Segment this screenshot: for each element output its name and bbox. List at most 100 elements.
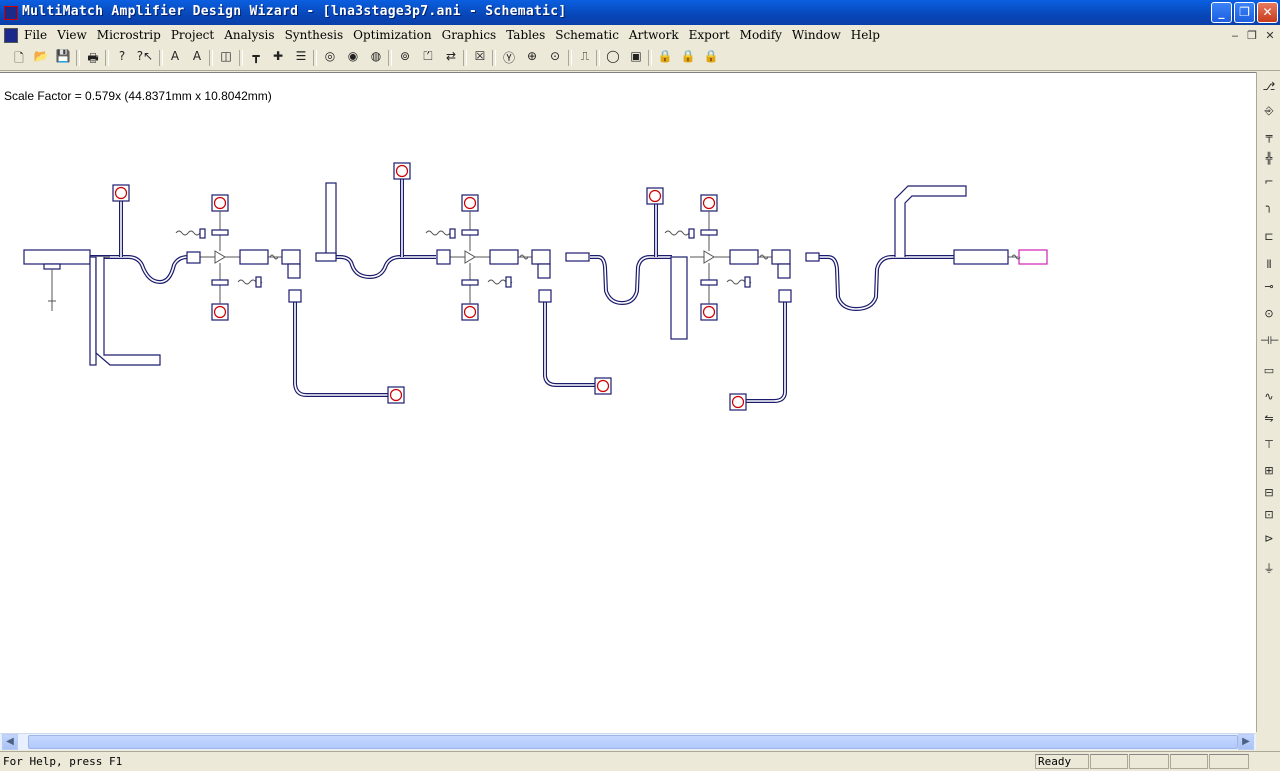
shunt-icon[interactable]: ⊤ bbox=[1264, 438, 1274, 451]
minus-box-icon[interactable]: ⊟ bbox=[1264, 486, 1274, 499]
bias-cap bbox=[700, 229, 718, 236]
status-pane-5 bbox=[1209, 754, 1249, 769]
output-port-box bbox=[1018, 249, 1048, 265]
open-stub bbox=[325, 182, 337, 258]
document-icon[interactable] bbox=[4, 28, 18, 43]
dot-circle-icon[interactable]: ⊙ bbox=[549, 49, 561, 63]
dimension-icon[interactable]: ◫ bbox=[220, 49, 232, 63]
open-folder-icon[interactable]: 📂 bbox=[33, 49, 49, 63]
via-icon[interactable]: ⊙ bbox=[1264, 307, 1274, 320]
new-file-icon[interactable]: 🗋 bbox=[14, 51, 24, 65]
gap-icon[interactable]: ⊸ bbox=[1264, 280, 1274, 293]
series-element bbox=[565, 252, 590, 262]
mdi-close-button[interactable]: ✕ bbox=[1265, 29, 1275, 42]
bend-icon[interactable]: ╮ bbox=[1265, 200, 1273, 213]
menu-synthesis[interactable]: Synthesis bbox=[284, 28, 344, 42]
open-end-icon[interactable]: ⊏ bbox=[1264, 230, 1274, 243]
save-icon[interactable]: 💾 bbox=[55, 49, 71, 63]
inductor-icon[interactable]: ∿ bbox=[1264, 390, 1274, 403]
delete-icon[interactable]: ☒ bbox=[474, 49, 486, 63]
app-icon bbox=[4, 6, 18, 20]
maximize-button[interactable]: ❐ bbox=[1234, 2, 1255, 23]
help-icon[interactable]: ? bbox=[118, 49, 126, 63]
horizontal-scrollbar[interactable]: ◀ ▶ bbox=[0, 733, 1256, 750]
capacitor-icon[interactable]: ⊣⊢ bbox=[1260, 334, 1280, 347]
radial-stub bbox=[89, 256, 97, 366]
fit-box-icon[interactable]: ⊡ bbox=[1264, 508, 1274, 521]
step-icon[interactable]: ⌐ bbox=[1264, 175, 1274, 188]
lock-icon[interactable]: 🔒 bbox=[657, 49, 673, 63]
close-button[interactable]: ✕ bbox=[1257, 2, 1278, 23]
play-box-icon[interactable]: ⊳ bbox=[1264, 532, 1274, 545]
menu-analysis[interactable]: Analysis bbox=[224, 28, 275, 42]
menu-export[interactable]: Export bbox=[688, 28, 730, 42]
menu-microstrip[interactable]: Microstrip bbox=[96, 28, 161, 42]
cross-junction-icon[interactable]: ╬ bbox=[1265, 152, 1273, 165]
pulse-icon[interactable]: ⎍ bbox=[580, 49, 590, 63]
tee-junction-icon[interactable]: ╤ bbox=[1265, 130, 1273, 143]
menu-optimization[interactable]: Optimization bbox=[353, 28, 432, 42]
schematic-drawing[interactable] bbox=[0, 73, 1256, 733]
series-line-block bbox=[239, 249, 269, 265]
cross-icon[interactable]: ✚ bbox=[272, 49, 284, 63]
lock3-icon[interactable]: 🔒 bbox=[703, 49, 719, 63]
menu-artwork[interactable]: Artwork bbox=[628, 28, 679, 42]
rect-icon[interactable]: ▣ bbox=[630, 49, 642, 63]
microstrip-line bbox=[818, 255, 954, 312]
menu-graphics[interactable]: Graphics bbox=[441, 28, 497, 42]
smith-chart-icon[interactable]: ◎ bbox=[324, 49, 336, 63]
menu-file[interactable]: File bbox=[24, 28, 48, 42]
menu-modify[interactable]: Modify bbox=[739, 28, 782, 42]
stub-icon[interactable]: ⎆ bbox=[1264, 104, 1274, 117]
ring-icon[interactable]: ◯ bbox=[606, 49, 620, 63]
lock2-icon[interactable]: 🔒 bbox=[680, 49, 696, 63]
target-icon[interactable]: ⊚ bbox=[399, 49, 411, 63]
port-icon[interactable]: ⏍ bbox=[423, 49, 433, 63]
port-ring bbox=[463, 196, 477, 210]
swap-icon[interactable]: ⇄ bbox=[445, 49, 457, 63]
mdi-restore-button[interactable]: ❐ bbox=[1247, 29, 1257, 42]
text-a-icon[interactable]: A bbox=[170, 49, 180, 63]
circle-icon[interactable]: ◉ bbox=[347, 49, 359, 63]
pad-block bbox=[288, 289, 302, 303]
tee-icon[interactable]: ┳ bbox=[252, 49, 260, 63]
menu-tables[interactable]: Tables bbox=[506, 28, 546, 42]
ground-icon[interactable]: ⏚ bbox=[1263, 562, 1275, 575]
scroll-right-button[interactable]: ▶ bbox=[1238, 734, 1254, 750]
series-icon[interactable]: ⇋ bbox=[1264, 412, 1274, 425]
port-ring bbox=[395, 164, 409, 178]
series-inductor bbox=[519, 254, 529, 260]
menu-window[interactable]: Window bbox=[791, 28, 841, 42]
bend-stub bbox=[95, 257, 161, 366]
line-tool-icon[interactable]: ⎇ bbox=[1262, 80, 1276, 93]
context-help-icon[interactable]: ?↖ bbox=[136, 49, 154, 63]
y-param-icon[interactable]: Ⓨ bbox=[502, 51, 515, 65]
status-pane-3 bbox=[1129, 754, 1169, 769]
plus-circle-icon[interactable]: ⊕ bbox=[526, 49, 538, 63]
tee-block bbox=[281, 249, 301, 265]
resistor-icon[interactable]: ▭ bbox=[1263, 364, 1275, 377]
status-state: Ready bbox=[1035, 754, 1089, 769]
notes-icon[interactable]: ☰ bbox=[295, 49, 307, 63]
print-icon[interactable]: 🖶 bbox=[87, 51, 99, 65]
minimize-button[interactable]: _ bbox=[1211, 2, 1232, 23]
text-italic-icon[interactable]: A bbox=[192, 49, 202, 63]
shunt-cap bbox=[43, 263, 61, 270]
menu-view[interactable]: View bbox=[57, 28, 87, 42]
mdi-minimize-button[interactable]: ‒ bbox=[1231, 29, 1239, 42]
overlay-icon[interactable]: ◍ bbox=[370, 49, 382, 63]
scroll-thumb[interactable] bbox=[28, 735, 1238, 749]
scroll-left-button[interactable]: ◀ bbox=[2, 734, 18, 750]
menu-help[interactable]: Help bbox=[850, 28, 880, 42]
plus-box-icon[interactable]: ⊞ bbox=[1264, 464, 1274, 477]
menu-project[interactable]: Project bbox=[170, 28, 215, 42]
toolbar-separator bbox=[568, 50, 572, 66]
port-ring bbox=[702, 305, 716, 319]
schematic-canvas[interactable]: Scale Factor = 0.579x (44.8371mm x 10.80… bbox=[0, 72, 1256, 733]
menu-schematic[interactable]: Schematic bbox=[555, 28, 619, 42]
coupler-icon[interactable]: ⫴ bbox=[1266, 258, 1272, 271]
toolbar-separator bbox=[76, 50, 80, 66]
bias-inductor bbox=[664, 230, 690, 236]
transistor bbox=[703, 250, 715, 264]
